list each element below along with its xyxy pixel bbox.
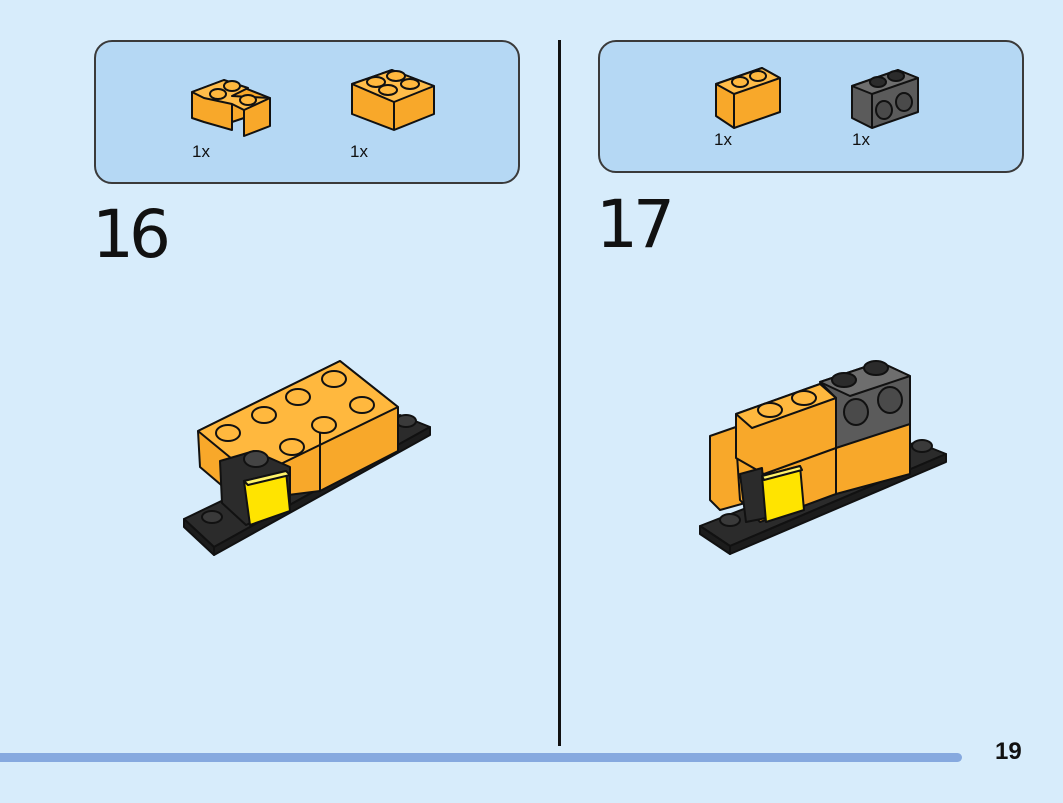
part-quantity: 1x bbox=[852, 130, 870, 149]
step-16-assembly-illustration bbox=[183, 360, 431, 556]
page-number: 19 bbox=[995, 738, 1022, 765]
part-quantity: 1x bbox=[192, 142, 210, 161]
orange-corner-brick-icon bbox=[191, 79, 271, 137]
step-17-assembly-illustration bbox=[699, 360, 947, 555]
progress-bar bbox=[0, 753, 962, 762]
dark-gray-1x2-technic-brick-icon bbox=[851, 69, 919, 129]
parts-callout-step-16: 1x 1x bbox=[94, 40, 520, 184]
step-number: 16 bbox=[92, 196, 171, 273]
part-quantity: 1x bbox=[350, 142, 368, 161]
part-quantity: 1x bbox=[714, 130, 732, 149]
orange-1x2-brick-icon bbox=[715, 67, 781, 129]
step-divider bbox=[558, 40, 561, 746]
parts-callout-step-17: 1x 1x bbox=[598, 40, 1024, 173]
orange-2x2-brick-icon bbox=[351, 69, 435, 131]
step-number: 17 bbox=[596, 186, 675, 263]
